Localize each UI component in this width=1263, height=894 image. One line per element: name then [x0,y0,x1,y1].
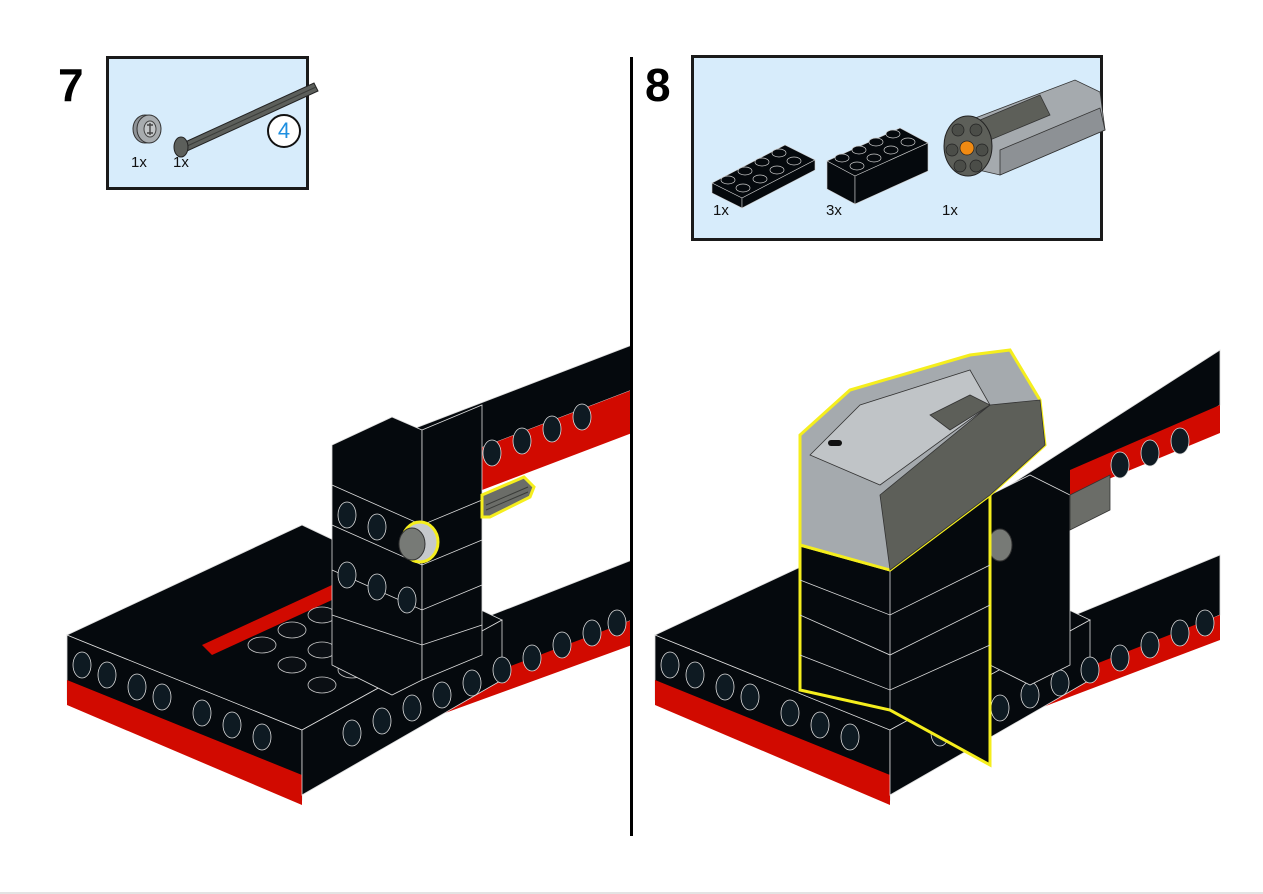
part-quantity: 1x [131,154,147,171]
step-7-model [65,344,633,805]
callout-axle-length: 4 [267,114,301,148]
axle-with-stop-icon [173,82,319,158]
step-8-model [653,348,1221,805]
part-quantity: 1x [713,202,729,219]
part-quantity: 3x [826,202,842,219]
highlighted-motor [798,348,1047,572]
highlighted-axle-end [480,475,536,519]
plate-2x4-icon [711,144,816,209]
bush-icon [132,114,162,144]
page-bottom-rule [0,892,1263,894]
step-number: 7 [58,59,84,111]
part-quantity: 1x [942,202,958,219]
brick-2x4-icon [826,127,929,205]
part-quantity: 1x [173,154,189,171]
step-number: 8 [645,59,671,111]
parts-list-box: 1x 3x 1x [691,55,1106,241]
step-divider [630,57,633,836]
motor-icon [943,79,1106,177]
parts-list-box: 1x 1x 4 [106,56,319,190]
